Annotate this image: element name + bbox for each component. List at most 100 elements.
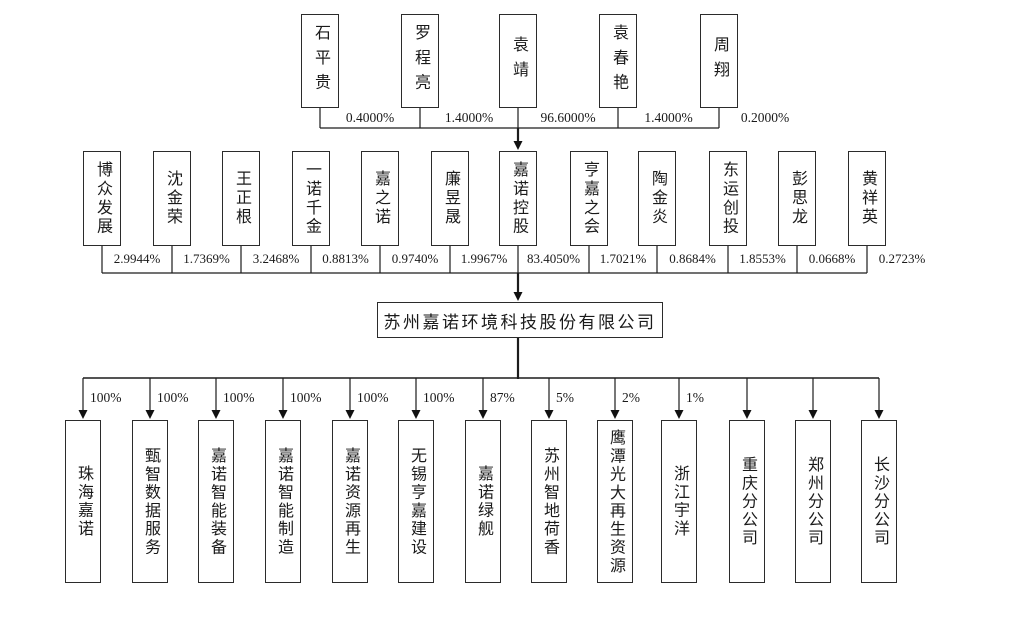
company-name: 苏州嘉诺环境科技股份有限公司 [383, 312, 657, 332]
ownership-percentage: 100% [90, 390, 122, 405]
branch-box: 重庆分公司 [729, 420, 765, 583]
shareholder-box: 嘉之诺 [361, 151, 399, 246]
arrowhead-icon [211, 410, 221, 419]
ownership-percentage: 0.9740% [391, 251, 439, 266]
ownership-percentage: 5% [556, 390, 574, 405]
shareholder-box-label: 东运创投 [720, 160, 737, 237]
ownership-percentage: 1% [686, 390, 704, 405]
shareholder-box: 彭思龙 [778, 151, 816, 246]
ownership-percentage: 0.8684% [669, 251, 716, 266]
company-box: 苏州嘉诺环境科技股份有限公司 [377, 302, 663, 338]
arrowhead-icon [411, 410, 421, 419]
shareholder-box: 袁春艳 [599, 14, 637, 108]
subsidiary-box: 珠海嘉诺 [65, 420, 101, 583]
shareholder-box-label: 博众发展 [94, 160, 111, 237]
shareholder-box-label: 袁春艳 [610, 23, 627, 99]
ownership-percentage: 0.0668% [808, 251, 856, 266]
arrowhead-icon [674, 410, 684, 419]
shareholder-box: 一诺千金 [292, 151, 330, 246]
subsidiary-box: 无锡亨嘉建设 [398, 420, 434, 583]
subsidiary-box: 嘉诺智能装备 [198, 420, 234, 583]
shareholder-box: 廉昱晟 [431, 151, 469, 246]
subsidiary-box-label: 鹰潭光大再生资源 [607, 428, 624, 575]
shareholder-box-label: 袁靖 [510, 36, 527, 86]
shareholder-box: 亨嘉之会 [570, 151, 608, 246]
shareholder-box-label: 陶金炎 [649, 170, 666, 227]
ownership-percentage: 0.8813% [322, 251, 369, 266]
ownership-percentage: 3.2468% [252, 251, 300, 266]
subsidiary-box-label: 苏州智地荷香 [541, 446, 558, 557]
subsidiary-box-label: 珠海嘉诺 [75, 465, 92, 538]
arrowhead-icon [610, 410, 620, 419]
ownership-percentage: 100% [157, 390, 189, 405]
subsidiary-box-label: 无锡亨嘉建设 [408, 446, 425, 557]
branch-box: 长沙分公司 [861, 420, 897, 583]
subsidiary-box: 嘉诺绿舰 [465, 420, 501, 583]
ownership-percentage: 2.9944% [113, 251, 161, 266]
subsidiary-box-label: 浙江宇洋 [671, 465, 688, 538]
ownership-percentage: 1.7021% [599, 251, 647, 266]
arrowhead-icon [874, 410, 884, 419]
shareholder-box-label: 廉昱晟 [442, 170, 459, 227]
shareholder-box-label: 石平贵 [312, 23, 329, 99]
ownership-percentage: 1.9967% [460, 251, 508, 266]
arrowhead-icon [513, 141, 523, 150]
arrowhead-icon [513, 292, 523, 301]
subsidiary-box: 浙江宇洋 [661, 420, 697, 583]
subsidiary-box: 鹰潭光大再生资源 [597, 420, 633, 583]
shareholder-box: 东运创投 [709, 151, 747, 246]
shareholder-box: 陶金炎 [638, 151, 676, 246]
arrowhead-icon [145, 410, 155, 419]
branch-box-label: 郑州分公司 [805, 455, 822, 548]
ownership-percentage: 96.6000% [540, 110, 596, 125]
ownership-percentage: 1.7369% [183, 251, 230, 266]
ownership-percentage: 0.2000% [740, 110, 790, 125]
ownership-percentage: 100% [423, 390, 455, 405]
shareholder-box: 袁靖 [499, 14, 537, 108]
branch-box-label: 重庆分公司 [739, 455, 756, 548]
ownership-percentage: 87% [490, 390, 515, 405]
shareholder-box-label: 嘉之诺 [372, 170, 389, 227]
shareholder-box: 博众发展 [83, 151, 121, 246]
ownership-percentage: 100% [357, 390, 389, 405]
arrowhead-icon [742, 410, 752, 419]
shareholder-box: 罗程亮 [401, 14, 439, 108]
subsidiary-box-label: 嘉诺绿舰 [475, 465, 492, 538]
shareholder-box-label: 沈金荣 [164, 170, 181, 227]
arrowhead-icon [78, 410, 88, 419]
ownership-percentage: 0.4000% [345, 110, 395, 125]
shareholder-box: 黄祥英 [848, 151, 886, 246]
branch-box-label: 长沙分公司 [871, 455, 888, 548]
shareholder-box-label: 亨嘉之会 [581, 160, 598, 237]
shareholder-box: 王正根 [222, 151, 260, 246]
subsidiary-box-label: 嘉诺智能装备 [208, 446, 225, 557]
ownership-percentage: 1.4000% [444, 110, 494, 125]
arrowhead-icon [808, 410, 818, 419]
subsidiary-box: 嘉诺智能制造 [265, 420, 301, 583]
subsidiary-box: 嘉诺资源再生 [332, 420, 368, 583]
ownership-percentage: 0.2723% [878, 251, 926, 266]
shareholder-box-label: 罗程亮 [412, 23, 429, 99]
subsidiary-box: 苏州智地荷香 [531, 420, 567, 583]
shareholder-box-label: 嘉诺控股 [510, 160, 527, 237]
shareholder-box: 嘉诺控股 [499, 151, 537, 246]
subsidiary-box: 甄智数据服务 [132, 420, 168, 583]
arrowhead-icon [278, 410, 288, 419]
shareholder-box-label: 周翔 [711, 36, 728, 86]
ownership-percentage: 1.8553% [739, 251, 786, 266]
shareholder-box: 周翔 [700, 14, 738, 108]
ownership-percentage: 1.4000% [644, 110, 693, 125]
arrowhead-icon [544, 410, 554, 419]
arrowhead-icon [478, 410, 488, 419]
subsidiary-box-label: 嘉诺资源再生 [342, 446, 359, 557]
branch-box: 郑州分公司 [795, 420, 831, 583]
subsidiary-box-label: 甄智数据服务 [142, 446, 159, 557]
shareholder-box-label: 黄祥英 [859, 170, 876, 227]
shareholder-box: 沈金荣 [153, 151, 191, 246]
ownership-percentage: 83.4050% [526, 251, 581, 266]
shareholder-box-label: 一诺千金 [303, 160, 320, 237]
subsidiary-box-label: 嘉诺智能制造 [275, 446, 292, 557]
shareholder-box-label: 王正根 [233, 170, 250, 227]
